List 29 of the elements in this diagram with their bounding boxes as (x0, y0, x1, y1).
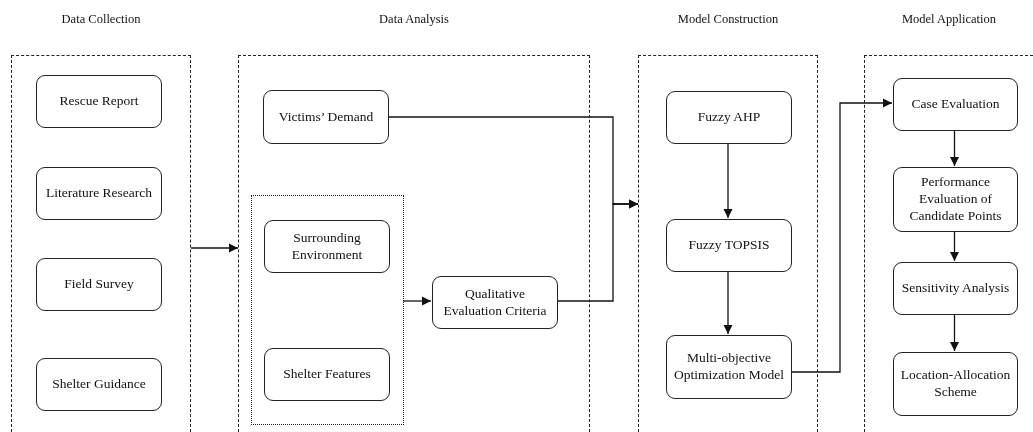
process-box: Performance Evaluation of Candidate Points (893, 167, 1018, 232)
process-box: Victims’ Demand (263, 90, 389, 144)
panel-heading: Model Application (901, 12, 997, 27)
arrow (556, 199, 639, 302)
arrow (402, 296, 432, 306)
process-box: Sensitivity Analysis (893, 262, 1018, 315)
process-box: Literature Research (36, 167, 162, 220)
process-box: Fuzzy TOPSIS (666, 219, 792, 272)
arrow (949, 313, 960, 352)
process-box: Shelter Features (264, 348, 390, 401)
arrow (190, 243, 239, 253)
arrow (723, 142, 733, 219)
process-box: Rescue Report (36, 75, 162, 128)
process-box: Case Evaluation (893, 78, 1018, 131)
arrow (723, 270, 733, 335)
process-box: Fuzzy AHP (666, 91, 792, 144)
process-box: Multi-objective Optimization Model (666, 335, 792, 399)
arrow (949, 129, 960, 167)
panel-heading: Data Analysis (379, 12, 449, 27)
panel-heading: Model Construction (677, 12, 779, 27)
process-box: Shelter Guidance (36, 358, 162, 411)
arrow (790, 98, 893, 373)
panel-heading: Data Collection (61, 12, 141, 27)
process-box: Location-Allocation Scheme (893, 352, 1018, 416)
process-box: Qualitative Evaluation Criteria (432, 276, 558, 329)
process-box: Field Survey (36, 258, 162, 311)
dotted-group-box (251, 195, 404, 425)
arrow (949, 230, 960, 262)
process-box: Surrounding Environment (264, 220, 390, 273)
